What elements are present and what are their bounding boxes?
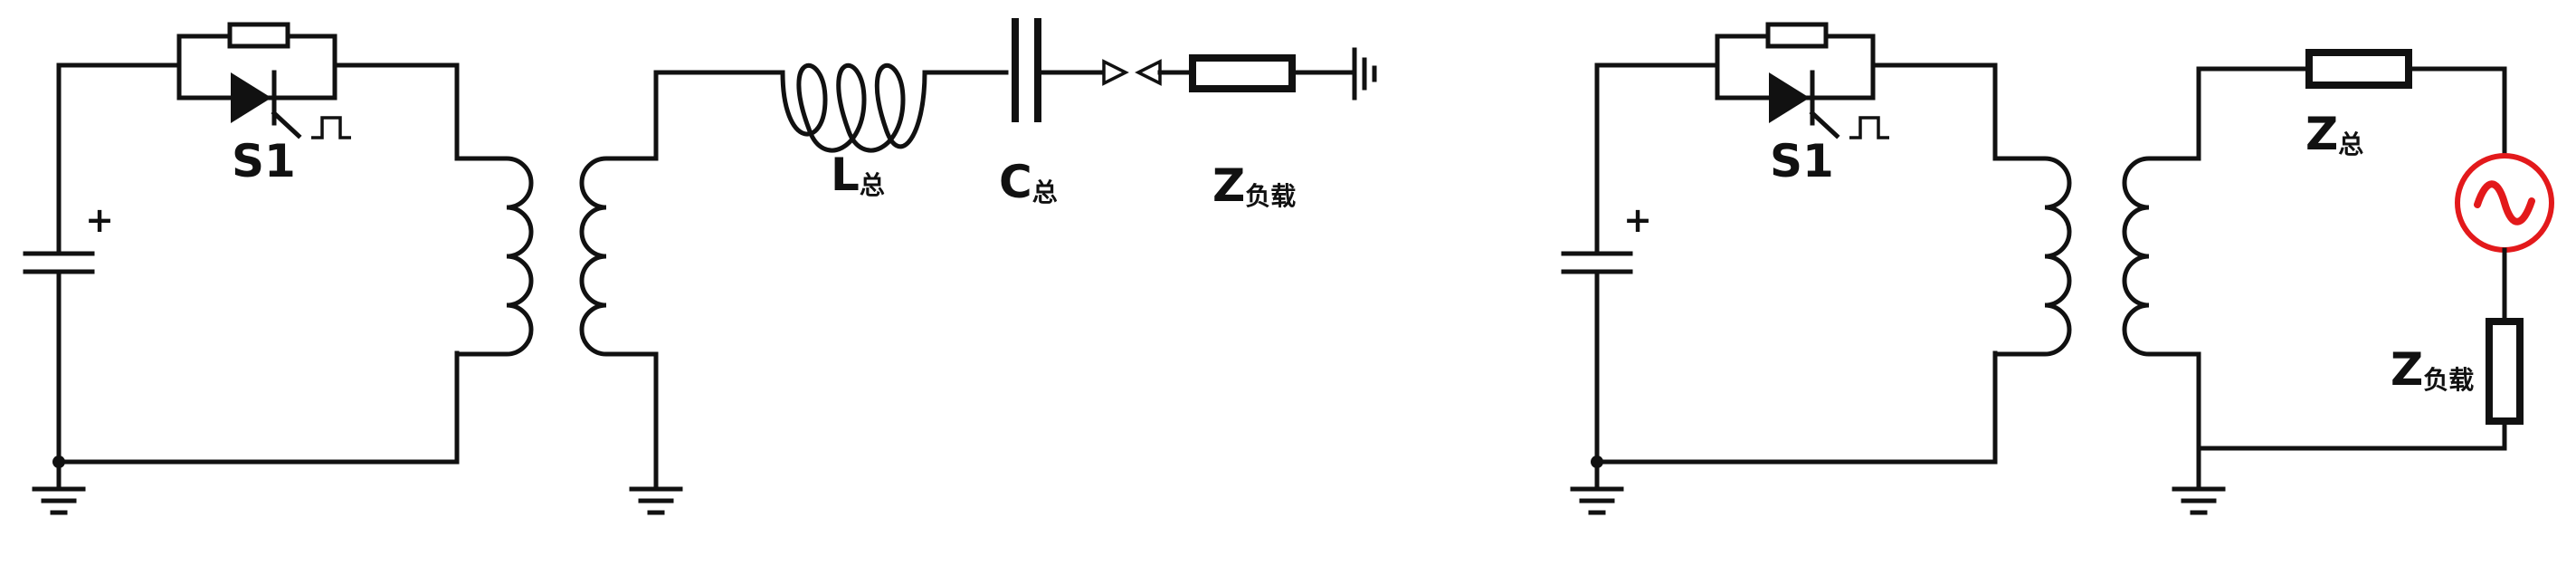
primary-wire-top	[332, 62, 460, 161]
pulse-icon	[311, 116, 351, 139]
label-c-total: C总	[999, 156, 1058, 208]
ground-symbol-right	[1570, 459, 1624, 515]
label-z-total: Z总	[2305, 108, 2363, 160]
spark-gap-connector	[1102, 59, 1162, 86]
right-primary-circuit: + S1	[1561, 22, 2072, 515]
ac-source-icon	[2455, 153, 2554, 253]
ground-symbol-equivalent	[2172, 486, 2226, 515]
switch-label-right: S1	[1770, 135, 1834, 187]
capacitor-c-total	[1012, 18, 1041, 122]
primary-coil-right	[1992, 156, 2072, 357]
ground-symbol-left	[32, 459, 86, 515]
pulse-icon	[1849, 116, 1889, 139]
secondary-wire-top	[653, 70, 785, 161]
secondary-coil	[579, 156, 659, 357]
primary-wire-right-bottom	[56, 350, 460, 465]
ground-symbol-end	[1352, 47, 1377, 101]
impedance-z-load	[1189, 54, 1296, 92]
storage-capacitor	[23, 251, 95, 274]
switch-label: S1	[232, 135, 296, 187]
label-z-load: Z负载	[1212, 159, 1296, 212]
right-equivalent-circuit: Z总 Z负载	[2122, 49, 2554, 515]
snubber-resistor	[227, 22, 290, 49]
ground-symbol-secondary	[629, 486, 683, 515]
capacitor-plus-sign-right: +	[1623, 200, 1652, 240]
left-primary-circuit: + S1	[23, 22, 534, 515]
label-l-total: L总	[831, 149, 885, 201]
impedance-z-total	[2305, 49, 2412, 89]
storage-capacitor-right	[1561, 251, 1633, 274]
primary-coil	[454, 156, 534, 357]
primary-wire-left	[56, 62, 182, 256]
left-secondary-circuit: L总 C总 Z负载	[579, 18, 1377, 515]
capacitor-plus-sign: +	[85, 200, 114, 240]
thyristor-switch-s1-right	[1715, 22, 1889, 139]
thyristor-symbol	[231, 72, 271, 123]
impedance-z-load-right	[2486, 318, 2524, 425]
label-z-load-right: Z负载	[2391, 343, 2474, 396]
thyristor-switch-s1	[176, 22, 351, 139]
inductor-l-total	[780, 62, 927, 153]
secondary-coil-right	[2122, 156, 2201, 357]
